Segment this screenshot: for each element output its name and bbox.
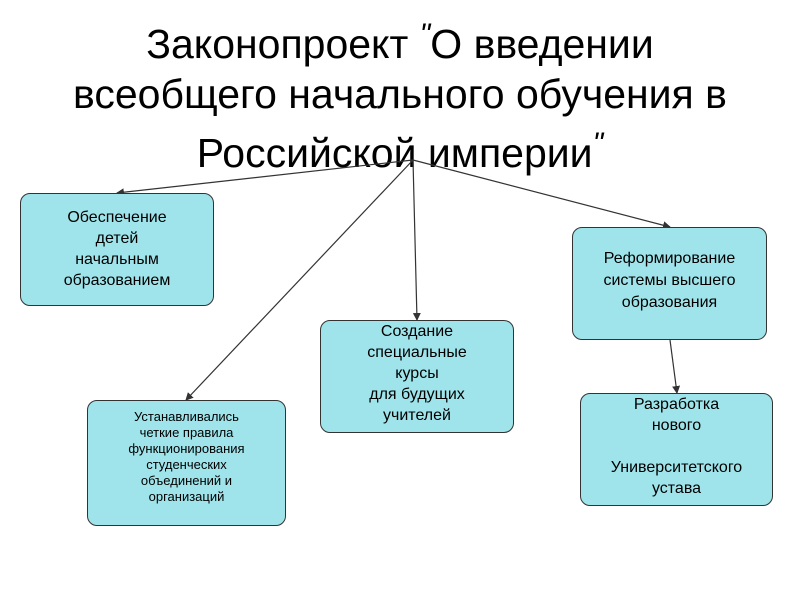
title-line-3: Российской империи" <box>0 119 800 178</box>
box-line: учителей <box>383 407 451 424</box>
arrow-to-education-children <box>116 159 414 197</box>
box-higher-education-reform: Реформирование системы высшего образован… <box>572 227 767 340</box>
box-line: начальным <box>75 251 159 268</box>
arrow-to-student-rules <box>185 159 414 401</box>
title-text-part-1: Законопроект <box>146 21 420 67</box>
box-line: студенческих <box>146 457 227 472</box>
box-university-charter: Разработка нового Университетского устав… <box>580 393 773 506</box>
box-line: Разработка <box>633 396 720 413</box>
title-text-part-3: Российской империи <box>196 130 593 176</box>
diagram-title: Законопроект "О введении всеобщего начал… <box>0 10 800 178</box>
box-student-rules: Устанавливались четкие правила функциони… <box>87 400 286 526</box>
box-line: образованием <box>63 272 171 289</box>
box-line: для будущих <box>369 386 465 403</box>
box-line: специальные <box>367 344 467 361</box>
box-education-children: Обеспечение детей начальным образованием <box>20 193 214 306</box>
box-line <box>581 436 772 457</box>
box-line: организаций <box>148 489 225 504</box>
box-line: детей <box>95 230 139 247</box>
title-line-2: всеобщего начального обучения в <box>73 71 727 117</box>
arrow-to-university-charter <box>669 339 681 394</box>
box-line: устава <box>651 480 702 497</box>
box-line: объединений и <box>140 473 233 488</box>
box-line: Обеспечение <box>67 209 167 226</box>
box-line: Университетского <box>610 459 743 476</box>
arrow-to-teacher-courses <box>412 159 421 321</box>
box-line: нового <box>651 417 702 434</box>
title-quote-close: " <box>592 127 604 160</box>
box-line: Устанавливались <box>134 409 239 424</box>
box-line: четкие правила <box>139 425 234 440</box>
box-line: функционирования <box>128 441 245 456</box>
box-line: образования <box>621 294 718 311</box>
title-text-part-2: О введении <box>430 21 654 67</box>
box-line: системы высшего <box>603 272 736 289</box>
box-line: Реформирование <box>603 250 736 267</box>
arrow-to-higher-education-reform <box>412 159 671 230</box>
box-teacher-courses: Создание специальные курсы для будущих у… <box>320 320 514 433</box>
box-line: курсы <box>395 365 439 382</box>
box-line: Создание <box>380 323 454 340</box>
title-quote-open: " <box>419 18 431 51</box>
title-line-1: Законопроект "О введении <box>0 10 800 69</box>
